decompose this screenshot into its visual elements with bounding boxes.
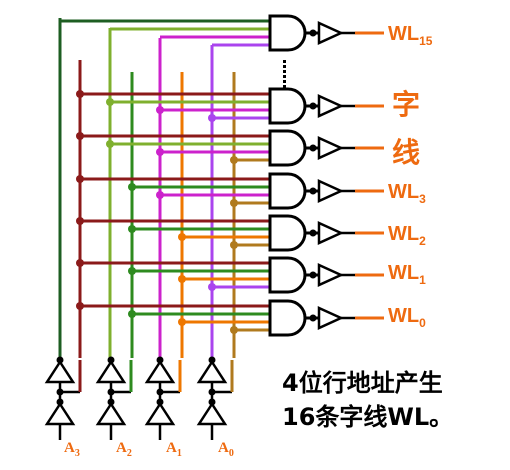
inverter-triangle [44,359,76,384]
junction-dot [76,217,84,225]
caption-line-1: 4位行地址产生 [282,369,443,397]
output-label-wl0: WL0 [388,305,426,330]
junction-dot [128,183,136,191]
and-gate-shape [268,87,307,125]
inverter-triangle [196,401,228,426]
labels: WL15 字 线 WL3 WL2 WL1 WL0 A3 A2 A1 A0 [64,23,433,459]
ellipsis-dot [283,60,286,63]
input-label-a2: A2 [116,440,132,459]
junction-dot [76,259,84,267]
ellipsis-dot [283,65,286,68]
output-dot [309,229,317,237]
output-dot [309,102,317,110]
junction-dot [106,98,114,106]
output-dot [309,187,317,195]
gate-wl1 [268,256,384,294]
junction-dot [156,148,164,156]
junction-dot [230,326,238,334]
and-gate-shape [268,14,307,52]
inverter-triangle [44,401,76,426]
junction-dot [178,318,186,326]
inverter-bubble [156,356,164,364]
junction-dot [178,233,186,241]
output-label-wl1: WL1 [388,262,426,287]
ellipsis-dot [283,70,286,73]
inverter-triangle [144,401,176,426]
inverter-bubble [107,356,115,364]
junction-dot [76,90,84,98]
junction-dot [230,241,238,249]
output-buffer-triangle [317,21,345,45]
caption-line-2: 16条字线WL。 [282,403,454,431]
junction-dot [76,302,84,310]
output-buffer-triangle [317,94,345,118]
output-dot [309,271,317,279]
junction-dot [156,191,164,199]
and-gate-shape [268,256,307,294]
inverter-bubble [56,356,64,364]
inverter-bubble [208,356,216,364]
input-label-a3: A3 [64,440,80,459]
output-buffer-triangle [317,136,345,160]
gate-wl3 [268,172,384,210]
gate-wl-mid-a [268,87,384,125]
junction-dot [208,114,216,122]
and-gate-shape [268,214,307,252]
output-dot [309,144,317,152]
gate-wl0 [268,299,384,337]
and-gate-shape [268,299,307,337]
gate-wl15 [268,14,384,52]
and-gate-shape [268,129,307,167]
junction-dot [230,199,238,207]
input-buffer-0 [44,356,82,440]
output-buffer-triangle [317,306,345,330]
junction-dot [128,267,136,275]
junction-dot [76,175,84,183]
inverter-triangle [95,359,127,384]
gate-wl2 [268,214,384,252]
junction-dot [230,156,238,164]
junction-dot [76,132,84,140]
input-buffer-1 [95,356,133,440]
ellipsis-dot [283,85,286,88]
input-label-a1: A1 [166,440,182,459]
ellipsis-dot [283,80,286,83]
junction-dot [156,106,164,114]
inverter-triangle [95,401,127,426]
side-label-zi: 字 [392,88,420,121]
address-wires [58,18,270,358]
and-gate-shape [268,172,307,210]
output-dot [309,314,317,322]
output-buffer-triangle [317,221,345,245]
junction-dot [106,140,114,148]
ellipsis-dot [283,75,286,78]
junction-dot [178,275,186,283]
output-buffer-triangle [317,179,345,203]
side-label-xian: 线 [392,136,420,169]
input-buffer-2 [144,356,182,440]
junction-dot [208,283,216,291]
output-buffer-triangle [317,263,345,287]
inverter-triangle [144,359,176,384]
and-gates [268,14,384,337]
output-label-wl2: WL2 [388,223,426,248]
output-dot [309,29,317,37]
gate-wl-mid-b [268,129,384,167]
input-label-a0: A0 [218,440,234,459]
inverter-triangle [196,359,228,384]
input-buffer-3 [196,356,234,440]
input-buffers [44,356,234,440]
output-label-wl3: WL3 [388,181,426,206]
output-label-wl15: WL15 [388,23,433,48]
caption: 4位行地址产生 16条字线WL。 [282,366,502,434]
junction-dot [128,225,136,233]
junction-dot [128,310,136,318]
